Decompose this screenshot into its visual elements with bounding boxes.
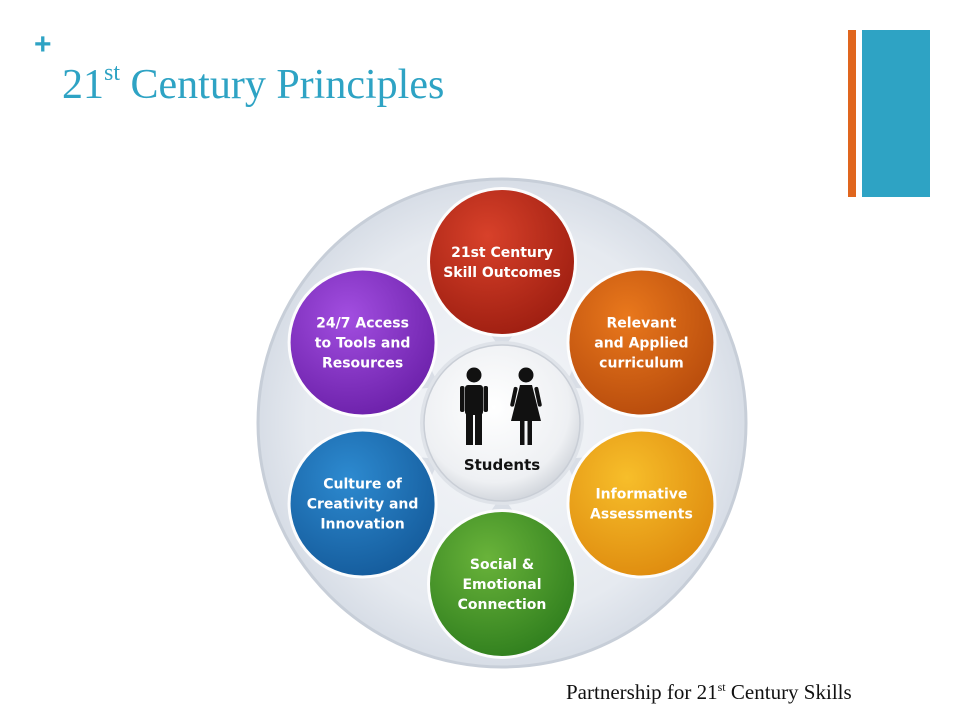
accent-bar-orange: [848, 30, 856, 197]
title-text: Century Principles: [120, 62, 445, 108]
node-circle: [569, 270, 714, 415]
node-circle: [430, 512, 574, 656]
node-label-line: to Tools and: [315, 336, 411, 352]
node-label-line: 21st Century: [451, 245, 553, 261]
node-label-line: Emotional: [462, 577, 541, 593]
male-female-people-icon: [460, 367, 542, 445]
node-circle: [430, 190, 574, 334]
credit-superscript: st: [717, 680, 726, 694]
female-person-icon: [510, 367, 542, 445]
accent-bar-blue: [862, 30, 930, 197]
node-label-line: Relevant: [607, 316, 677, 332]
node-label-line: Assessments: [590, 507, 693, 523]
slide-title: 21st Century Principles: [62, 58, 444, 112]
credit-rest: Century Skills: [725, 680, 852, 704]
node-label-line: curriculum: [599, 356, 684, 372]
plus-icon: +: [34, 28, 52, 61]
center-label: Students: [464, 456, 540, 474]
node-circle: [290, 431, 435, 576]
node-label-line: Creativity and: [307, 497, 419, 513]
node-label-line: Skill Outcomes: [443, 265, 561, 281]
node-label-line: Culture of: [323, 477, 403, 493]
node-label-line: 24/7 Access: [316, 316, 409, 332]
node-circle: [290, 270, 435, 415]
male-person-icon: [460, 367, 488, 445]
node-relevant-curriculum: Relevant and Applied curriculum: [566, 267, 717, 418]
credit-text: Partnership for 21: [566, 680, 718, 704]
center-circle: [423, 344, 581, 502]
node-label-line: Informative: [595, 487, 687, 503]
source-credit: Partnership for 21st Century Skills: [566, 679, 852, 705]
title-number: 21: [62, 62, 104, 108]
node-label-line: Resources: [322, 356, 403, 372]
node-label-line: Innovation: [320, 517, 404, 533]
node-label-line: Connection: [458, 597, 547, 613]
node-label-line: and Applied: [594, 336, 688, 352]
title-superscript: st: [104, 60, 121, 86]
node-label-line: Social &: [470, 557, 534, 573]
node-circle: [569, 431, 714, 576]
